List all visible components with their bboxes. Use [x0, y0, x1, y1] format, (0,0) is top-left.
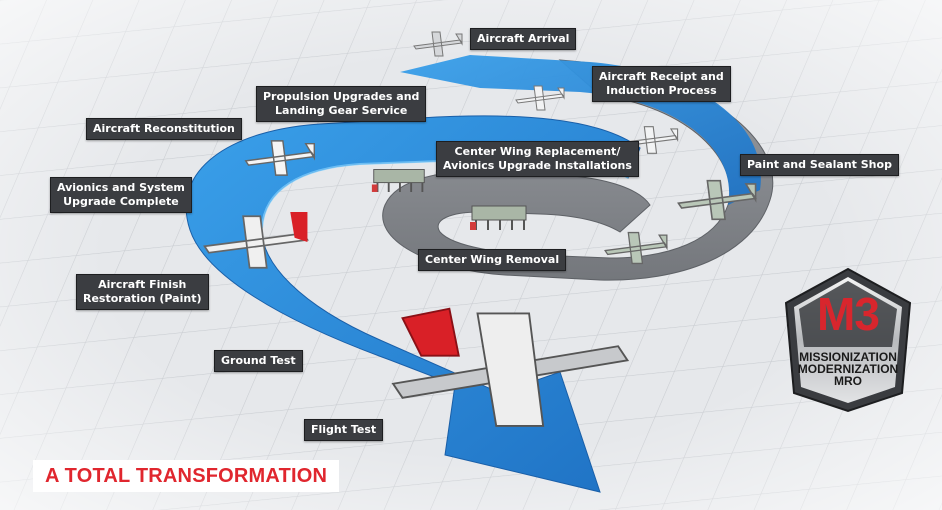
- badge-line-mro: MRO: [834, 374, 862, 388]
- title-banner: A TOTAL TRANSFORMATION: [33, 460, 340, 492]
- step-aircraft-reconstitution: Aircraft Reconstitution: [86, 118, 242, 140]
- step-aircraft-finish-restoration: Aircraft Finish Restoration (Paint): [76, 274, 209, 310]
- cargo-aircraft-icon: [244, 140, 316, 176]
- cargo-aircraft-icon: [604, 231, 668, 265]
- cargo-aircraft-icon: [677, 179, 757, 221]
- cargo-aircraft-icon: [515, 85, 565, 111]
- step-avionics-system-complete: Avionics and System Upgrade Complete: [50, 177, 192, 213]
- cargo-aircraft-icon: [391, 307, 630, 427]
- badge-mark: M3: [817, 288, 880, 340]
- step-aircraft-receipt-induction: Aircraft Receipt and Induction Process: [592, 66, 731, 102]
- m3-badge-icon: [784, 267, 912, 413]
- wing-fixture-icon: [371, 169, 425, 192]
- step-center-wing-replacement: Center Wing Replacement/ Avionics Upgrad…: [436, 141, 639, 177]
- step-flight-test: Flight Test: [304, 419, 384, 441]
- badge-line-modernization: MODERNIZATION: [797, 362, 899, 376]
- step-paint-sealant-shop: Paint and Sealant Shop: [740, 154, 899, 176]
- m3-badge: M3 MISSIONIZATION MODERNIZATION MRO: [778, 265, 918, 415]
- page-title: A TOTAL TRANSFORMATION: [45, 465, 328, 487]
- step-center-wing-removal: Center Wing Removal: [418, 249, 567, 271]
- step-aircraft-arrival: Aircraft Arrival: [470, 28, 577, 50]
- badge-line-missionization: MISSIONIZATION: [799, 350, 897, 364]
- step-ground-test: Ground Test: [214, 350, 303, 372]
- cargo-aircraft-icon: [413, 31, 463, 57]
- step-propulsion-landing-gear: Propulsion Upgrades and Landing Gear Ser…: [256, 86, 427, 122]
- cargo-aircraft-icon: [203, 212, 309, 269]
- wing-fixture-icon: [470, 205, 527, 230]
